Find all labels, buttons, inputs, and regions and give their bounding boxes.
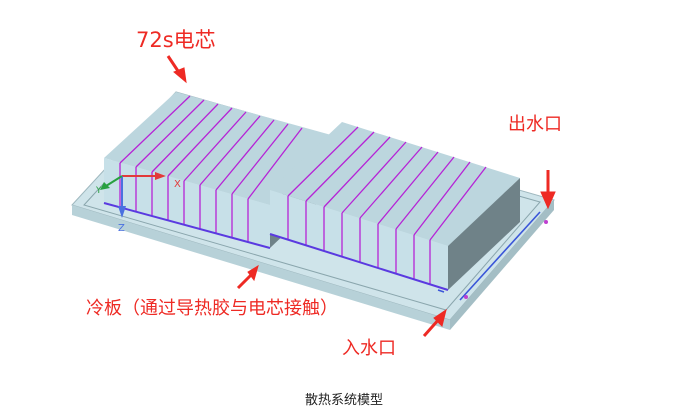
axis-x-label: X [174, 179, 181, 190]
figure-caption: 散热系统模型 [304, 393, 383, 408]
annotation-arrows [166, 55, 556, 337]
battery-block-right [269, 122, 520, 291]
label-battery-cells: 72s电芯 [136, 28, 216, 52]
label-cold-plate: 冷板（通过导热胶与电芯接触） [86, 298, 338, 319]
label-water-inlet: 入水口 [342, 338, 396, 359]
axis-y-label: Y [95, 186, 102, 196]
axis-z-label: Z [118, 223, 125, 234]
axis-triad [100, 172, 166, 218]
label-water-outlet: 出水口 [508, 114, 562, 135]
